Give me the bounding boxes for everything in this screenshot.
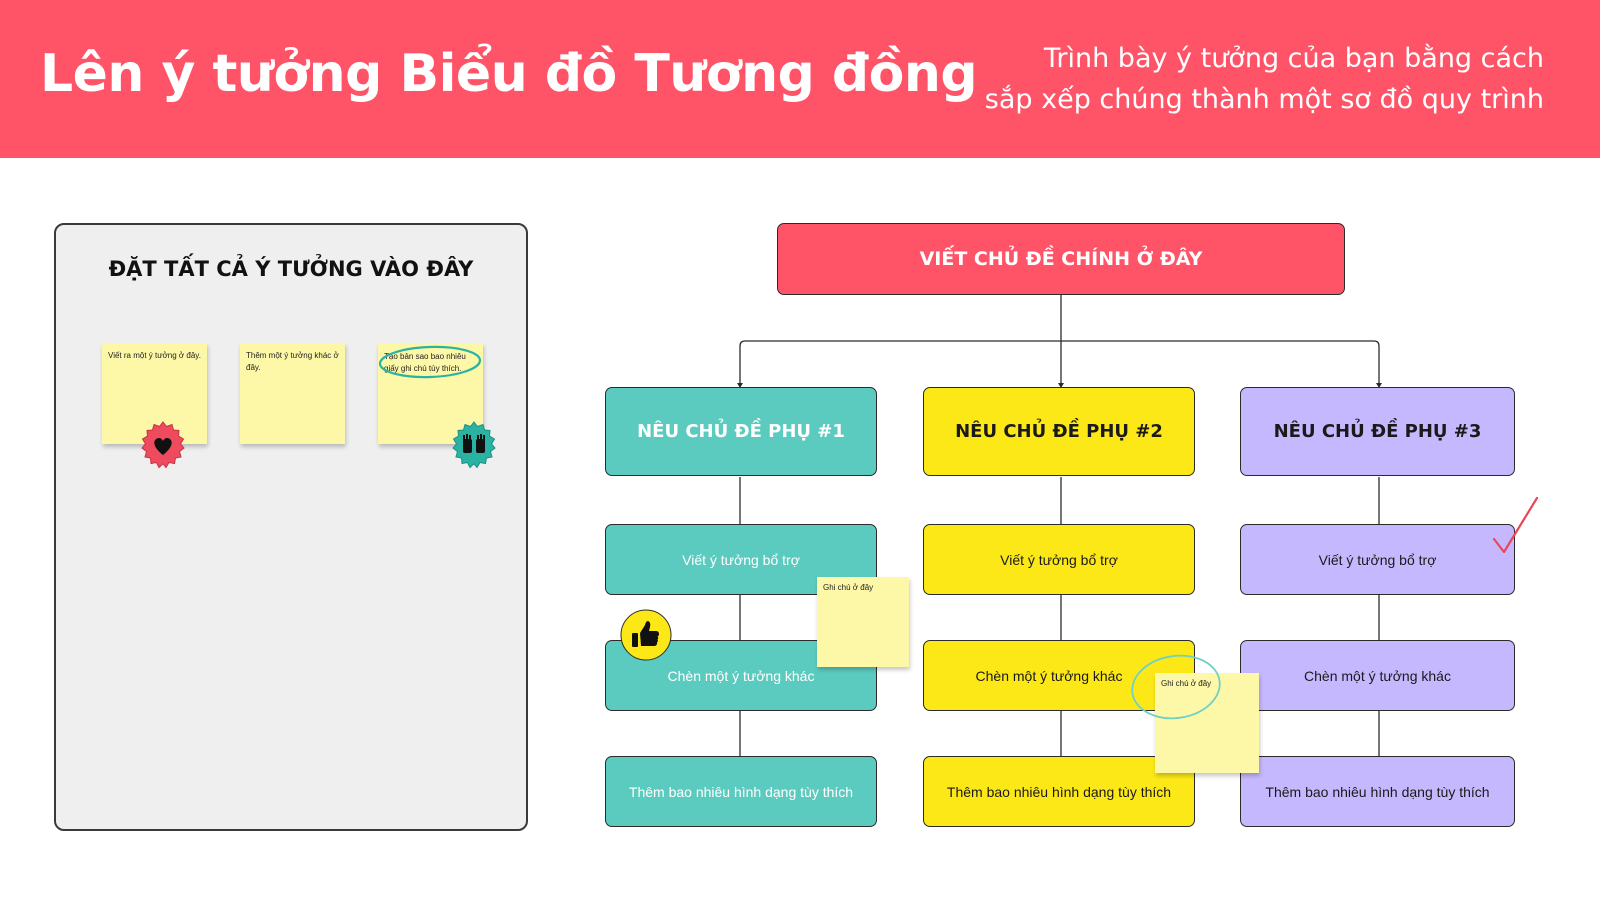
subtopic-3-label: NÊU CHỦ ĐỀ PHỤ #3 xyxy=(1273,421,1482,442)
idea-box-2-3[interactable]: Thêm bao nhiêu hình dạng tùy thích xyxy=(923,756,1195,827)
subtopic-3-box[interactable]: NÊU CHỦ ĐỀ PHỤ #3 xyxy=(1240,387,1515,476)
idea-label: Viết ý tưởng bổ trợ xyxy=(1000,551,1118,568)
ideas-board: ĐẶT TẤT CẢ Ý TƯỞNG VÀO ĐÂY xyxy=(54,223,528,831)
idea-box-2-1[interactable]: Viết ý tưởng bổ trợ xyxy=(923,524,1195,595)
subtitle-line-1: Trình bày ý tưởng của bạn bằng cách xyxy=(1043,43,1544,74)
subtitle-line-2: sắp xếp chúng thành một sơ đồ quy trình xyxy=(984,84,1544,115)
idea-label: Chèn một ý tưởng khác xyxy=(667,667,815,684)
floating-note-text: Ghi chú ở đây xyxy=(1161,679,1212,688)
main-topic-box[interactable]: VIẾT CHỦ ĐỀ CHÍNH Ở ĐÂY xyxy=(777,223,1345,295)
idea-box-1-1[interactable]: Viết ý tưởng bổ trợ xyxy=(605,524,877,595)
idea-label: Viết ý tưởng bổ trợ xyxy=(682,551,800,568)
idea-box-3-1[interactable]: Viết ý tưởng bổ trợ xyxy=(1240,524,1515,595)
page-subtitle: Trình bày ý tưởng của bạn bằng cách sắp … xyxy=(984,38,1544,120)
raised-hands-icon xyxy=(452,421,496,469)
idea-label: Thêm bao nhiêu hình dạng tùy thích xyxy=(628,783,854,800)
page-title: Lên ý tưởng Biểu đồ Tương đồng xyxy=(40,44,978,104)
idea-label: Chèn một ý tưởng khác xyxy=(1304,667,1451,684)
main-topic-label: VIẾT CHỦ ĐỀ CHÍNH Ở ĐÂY xyxy=(919,248,1203,270)
sticky-note-text: Tạo bản sao bao nhiêu giấy ghi chú tùy t… xyxy=(384,352,466,373)
idea-box-1-3[interactable]: Thêm bao nhiêu hình dạng tùy thích xyxy=(605,756,877,827)
idea-label: Thêm bao nhiêu hình dạng tùy thích xyxy=(1265,783,1490,800)
sticky-note[interactable]: Thêm một ý tưởng khác ở đây. xyxy=(240,343,345,444)
idea-label: Chèn một ý tưởng khác xyxy=(975,667,1123,684)
idea-box-2-2[interactable]: Chèn một ý tưởng khác xyxy=(923,640,1195,711)
floating-note-text: Ghi chú ở đây xyxy=(823,583,874,592)
header-banner: Lên ý tưởng Biểu đồ Tương đồng Trình bày… xyxy=(0,0,1600,158)
subtopic-2-box[interactable]: NÊU CHỦ ĐỀ PHỤ #2 xyxy=(923,387,1195,476)
circle-highlight-icon xyxy=(1131,654,1221,720)
subtopic-1-box[interactable]: NÊU CHỦ ĐỀ PHỤ #1 xyxy=(605,387,877,476)
subtopic-1-label: NÊU CHỦ ĐỀ PHỤ #1 xyxy=(637,421,845,442)
subtopic-2-label: NÊU CHỦ ĐỀ PHỤ #2 xyxy=(955,421,1163,442)
thumbs-up-icon xyxy=(620,609,672,661)
idea-label: Thêm bao nhiêu hình dạng tùy thích xyxy=(946,783,1172,800)
sticky-note-text: Thêm một ý tưởng khác ở đây. xyxy=(246,351,339,372)
sticky-note-text: Viết ra một ý tưởng ở đây. xyxy=(108,351,201,360)
floating-sticky-note[interactable]: Ghi chú ở đây xyxy=(817,577,909,667)
floating-sticky-note[interactable]: Ghi chú ở đây xyxy=(1155,673,1259,773)
heart-badge-icon xyxy=(141,421,185,469)
ideas-board-title: ĐẶT TẤT CẢ Ý TƯỞNG VÀO ĐÂY xyxy=(108,257,474,281)
idea-box-3-3[interactable]: Thêm bao nhiêu hình dạng tùy thích xyxy=(1240,756,1515,827)
idea-label: Viết ý tưởng bổ trợ xyxy=(1318,551,1437,568)
idea-box-3-2[interactable]: Chèn một ý tưởng khác xyxy=(1240,640,1515,711)
circle-highlight-icon xyxy=(378,345,482,379)
checkmark-icon xyxy=(1492,496,1539,554)
